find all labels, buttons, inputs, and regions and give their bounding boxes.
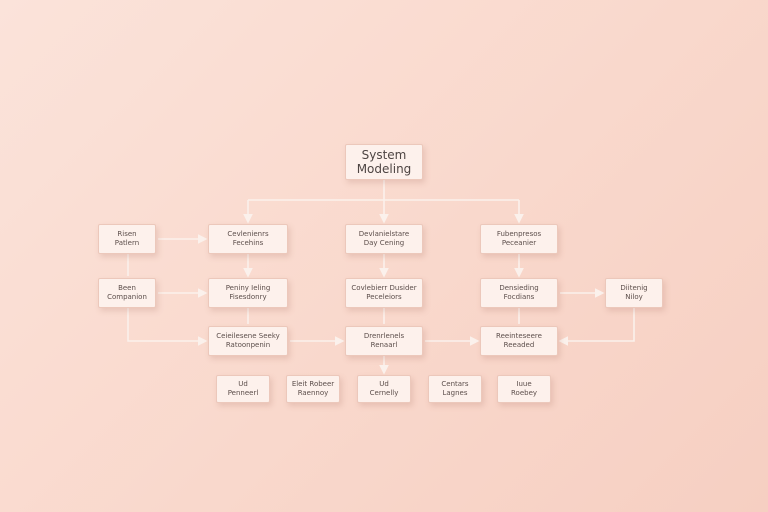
node-col2-a[interactable]: Devlanielstare Day Cening [345,224,423,254]
node-col3-a[interactable]: Fubenpresos Peceanier [480,224,558,254]
node-col1-a[interactable]: Cevlenienrs Fecehins [208,224,288,254]
node-col2-b[interactable]: Covlebierr Dusider Peceleiors [345,278,423,308]
node-right-a[interactable]: Diitenig Niloy [605,278,663,308]
root-node-system-modeling[interactable]: System Modeling [345,144,423,180]
node-col3-b[interactable]: Densieding Focdians [480,278,558,308]
node-bottom-1[interactable]: Ud Penneerl [216,375,270,403]
node-bottom-2[interactable]: Eleit Robeer Raennoy [286,375,340,403]
node-bottom-5[interactable]: Iuue Roebey [497,375,551,403]
node-left-a[interactable]: Risen Patlern [98,224,156,254]
node-bottom-3[interactable]: Ud Cernelly [357,375,411,403]
node-left-b[interactable]: Been Companion [98,278,156,308]
node-col1-c[interactable]: Ceieilesene Seeky Ratoonpenin [208,326,288,356]
connector-right-down [558,308,635,346]
node-bottom-4[interactable]: Centars Lagnes [428,375,482,403]
connector-left-down [127,308,208,346]
node-col3-c[interactable]: Reeinteseere Reeaded [480,326,558,356]
node-col2-c[interactable]: Drenrlenels Renaarl [345,326,423,356]
node-col1-b[interactable]: Peniny Ieling Fisesdonry [208,278,288,308]
